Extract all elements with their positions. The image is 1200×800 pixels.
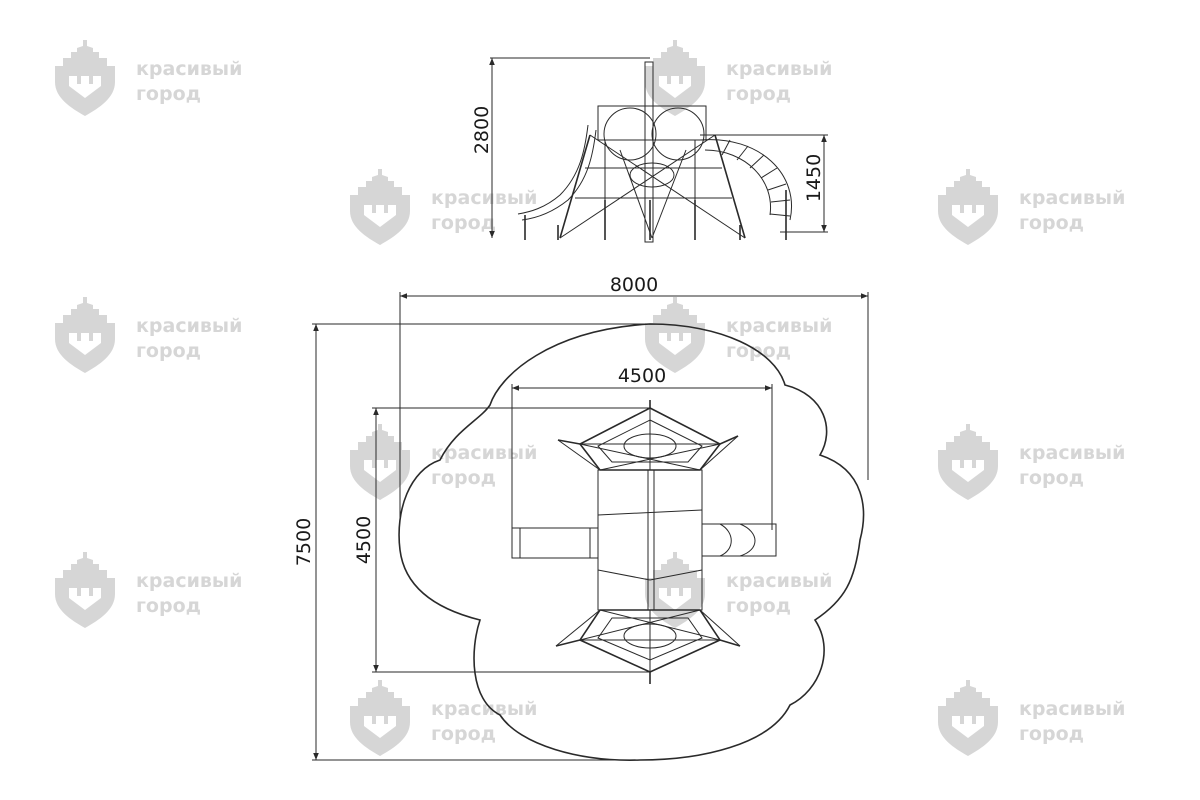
safety-zone-outline — [398, 323, 865, 761]
watermark-line-2: город — [431, 467, 496, 489]
watermark-5: красивый город — [55, 297, 242, 373]
watermark-line-1: красивый — [726, 570, 832, 592]
watermark-line-1: красивый — [431, 442, 537, 464]
dimension-label-1450: 1450 — [803, 154, 825, 202]
lower-net-tower — [555, 609, 741, 684]
dimension-label-7500: 7500 — [293, 518, 315, 566]
watermark-10: красивый город — [645, 552, 832, 628]
watermark-line-1: красивый — [726, 58, 832, 80]
plan-view — [312, 292, 869, 761]
watermark-1: красивый город — [55, 40, 242, 116]
watermark-line-2: город — [136, 83, 201, 105]
watermark-line-1: красивый — [431, 187, 537, 209]
watermark-line-2: город — [1019, 212, 1084, 234]
watermark-3: красивый город — [350, 169, 537, 245]
watermark-2: красивый город — [645, 40, 832, 116]
watermark-line-2: город — [431, 212, 496, 234]
watermark-12: красивый город — [938, 680, 1125, 756]
side-elevation — [489, 57, 828, 243]
watermark-line-2: город — [726, 83, 791, 105]
watermark-8: красивый город — [938, 424, 1125, 500]
watermark-line-1: красивый — [136, 315, 242, 337]
watermark-7: красивый город — [350, 424, 537, 500]
dimension-label-4500-width: 4500 — [618, 365, 666, 387]
watermark-line-1: красивый — [136, 570, 242, 592]
watermark-line-2: город — [136, 595, 201, 617]
watermark-line-1: красивый — [136, 58, 242, 80]
upper-net-tower — [557, 400, 739, 471]
watermark-line-1: красивый — [726, 315, 832, 337]
watermark-line-2: город — [136, 340, 201, 362]
watermark-line-2: город — [1019, 467, 1084, 489]
watermark-4: красивый город — [938, 169, 1125, 245]
dimension-label-4500-depth: 4500 — [353, 516, 375, 564]
watermark-11: красивый город — [350, 680, 537, 756]
watermark-line-1: красивый — [1019, 442, 1125, 464]
dimension-label-8000: 8000 — [610, 274, 658, 296]
watermark-line-2: город — [1019, 723, 1084, 745]
dimension-label-2800: 2800 — [471, 106, 493, 154]
watermark-line-2: город — [726, 595, 791, 617]
watermark-line-1: красивый — [431, 698, 537, 720]
watermark-line-1: красивый — [1019, 698, 1125, 720]
watermark-line-1: красивый — [1019, 187, 1125, 209]
watermark-layer: красивый город красивый город красивый город к… — [55, 40, 1125, 756]
watermark-line-2: город — [431, 723, 496, 745]
watermark-9: красивый город — [55, 552, 242, 628]
